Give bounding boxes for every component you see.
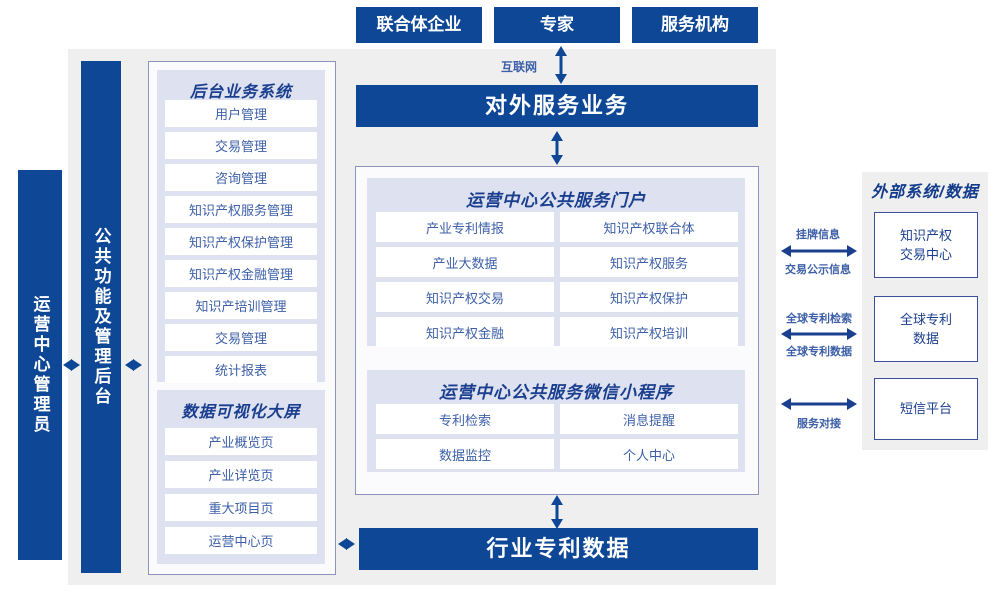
- backend-to-industry-arrow-icon: [338, 538, 355, 550]
- visual-group-title: 数据可视化大屏: [181, 404, 301, 421]
- connector-label-global-patent-data: 全球专利数据: [786, 346, 852, 358]
- backend-item-ip-service-mgmt[interactable]: 知识产权服务管理: [165, 196, 317, 223]
- cell-label: 知识产权金融: [425, 325, 504, 341]
- miniprogram-group-title: 运营中心公共服务微信小程序: [439, 383, 673, 402]
- miniprogram-item-patent-search[interactable]: 专利检索: [376, 404, 554, 434]
- backend-group-title: 后台业务系统: [189, 84, 292, 101]
- portal-item-ip-trade[interactable]: 知识产权交易: [376, 282, 554, 312]
- backend-systems-arrow-icon: [125, 359, 142, 371]
- visual-item-major-project[interactable]: 重大项目页: [165, 494, 317, 521]
- actor-label: 联合体企业: [376, 15, 462, 35]
- external-connector-arrow-3-icon: [781, 398, 857, 410]
- external-box-label: 短信平台: [899, 401, 952, 417]
- cell-label: 知识产权服务管理: [188, 203, 293, 218]
- cell-label: 咨询管理: [214, 171, 267, 186]
- visual-item-operation-center[interactable]: 运营中心页: [165, 527, 317, 554]
- cell-label: 交易管理: [214, 331, 267, 346]
- cell-label: 运营中心页: [208, 534, 274, 549]
- cell-label: 知识产权金融管理: [188, 267, 293, 282]
- miniprogram-item-user-center[interactable]: 个人中心: [560, 439, 738, 469]
- portal-item-industry-bigdata[interactable]: 产业大数据: [376, 247, 554, 277]
- backend-item-ip-finance-mgmt[interactable]: 知识产权金融管理: [165, 260, 317, 287]
- backend-item-ip-training-mgmt[interactable]: 知识产培训管理: [165, 292, 317, 319]
- external-connector-arrow-2-icon: [781, 328, 857, 340]
- external-box-label: 全球专利 数据: [899, 311, 952, 347]
- industry-data-label: 行业专利数据: [486, 536, 631, 562]
- connector-label-global-patent-search: 全球专利检索: [786, 313, 852, 325]
- backend-item-consult-mgmt[interactable]: 咨询管理: [165, 164, 317, 191]
- cell-label: 专利检索: [438, 412, 491, 428]
- miniprogram-item-message-alert[interactable]: 消息提醒: [560, 404, 738, 434]
- external-box-sms-platform[interactable]: 短信平台: [874, 378, 978, 440]
- miniprogram-item-data-monitor[interactable]: 数据监控: [376, 439, 554, 469]
- portal-item-ip-service[interactable]: 知识产权服务: [560, 247, 738, 277]
- external-box-global-patent-data[interactable]: 全球专利 数据: [874, 296, 978, 362]
- external-service-bar[interactable]: 对外服务业务: [357, 86, 757, 126]
- external-connector-arrow-1-icon: [781, 245, 857, 257]
- actor-label: 服务机构: [661, 15, 729, 35]
- left-bar-label: 公共功能及管理后台: [91, 227, 111, 407]
- portal-item-industry-patent-intel[interactable]: 产业专利情报: [376, 212, 554, 242]
- external-service-label: 对外服务业务: [484, 93, 629, 119]
- backend-item-ip-protect-mgmt[interactable]: 知识产权保护管理: [165, 228, 317, 255]
- service-to-portal-arrow-icon: [551, 131, 563, 165]
- cell-label: 知识产权培训: [609, 325, 688, 341]
- portal-to-industry-arrow-icon: [551, 495, 563, 529]
- portal-item-ip-finance[interactable]: 知识产权金融: [376, 317, 554, 347]
- cell-label: 产业大数据: [432, 255, 498, 271]
- actor-label: 专家: [540, 15, 574, 35]
- cell-label: 数据监控: [438, 447, 491, 463]
- cell-label: 知识产权保护管理: [188, 235, 293, 250]
- external-panel-title: 外部系统/数据: [871, 184, 979, 201]
- cell-label: 个人中心: [622, 447, 675, 463]
- visual-item-industry-overview[interactable]: 产业概览页: [165, 428, 317, 455]
- actor-box-expert[interactable]: 专家: [495, 8, 619, 42]
- cell-label: 消息提醒: [622, 412, 675, 428]
- backend-item-user-mgmt[interactable]: 用户管理: [165, 100, 317, 127]
- backend-item-stat-report[interactable]: 统计报表: [165, 356, 317, 383]
- cell-label: 统计报表: [214, 363, 267, 378]
- industry-patent-data-bar[interactable]: 行业专利数据: [360, 529, 757, 569]
- external-box-label: 知识产权 交易中心: [899, 227, 952, 263]
- backend-item-trade-mgmt-2[interactable]: 交易管理: [165, 324, 317, 351]
- portal-item-ip-protection[interactable]: 知识产权保护: [560, 282, 738, 312]
- internet-arrow-icon: [555, 46, 567, 84]
- actor-box-union-enterprise[interactable]: 联合体企业: [357, 8, 481, 42]
- cell-label: 交易管理: [214, 139, 267, 154]
- visual-item-industry-detail[interactable]: 产业详览页: [165, 461, 317, 488]
- cell-label: 知识产权联合体: [603, 220, 695, 236]
- cell-label: 知识产权服务: [609, 255, 688, 271]
- admin-backend-arrow-icon: [63, 359, 80, 371]
- left-bar-common-backend[interactable]: 公共功能及管理后台: [81, 61, 121, 573]
- cell-label: 产业专利情报: [425, 220, 504, 236]
- cell-label: 产业概览页: [208, 435, 274, 450]
- connector-label-listing-info: 挂牌信息: [796, 229, 840, 241]
- external-box-ip-trade-center[interactable]: 知识产权 交易中心: [874, 212, 978, 278]
- portal-group-title: 运营中心公共服务门户: [466, 191, 646, 210]
- portal-item-ip-union[interactable]: 知识产权联合体: [560, 212, 738, 242]
- cell-label: 知识产培训管理: [195, 299, 287, 314]
- portal-item-ip-training[interactable]: 知识产权培训: [560, 317, 738, 347]
- cell-label: 重大项目页: [208, 501, 274, 516]
- cell-label: 知识产权交易: [425, 290, 504, 306]
- cell-label: 用户管理: [214, 107, 267, 122]
- left-bar-operation-admin[interactable]: 运营中心管理员: [18, 170, 62, 560]
- connector-label-service-docking: 服务对接: [797, 418, 841, 430]
- backend-item-trade-mgmt[interactable]: 交易管理: [165, 132, 317, 159]
- cell-label: 知识产权保护: [609, 290, 688, 306]
- left-bar-label: 运营中心管理员: [30, 295, 50, 435]
- internet-label: 互联网: [500, 60, 537, 74]
- actor-box-service-agency[interactable]: 服务机构: [633, 8, 757, 42]
- connector-label-trade-public-info: 交易公示信息: [785, 264, 851, 276]
- cell-label: 产业详览页: [208, 468, 274, 483]
